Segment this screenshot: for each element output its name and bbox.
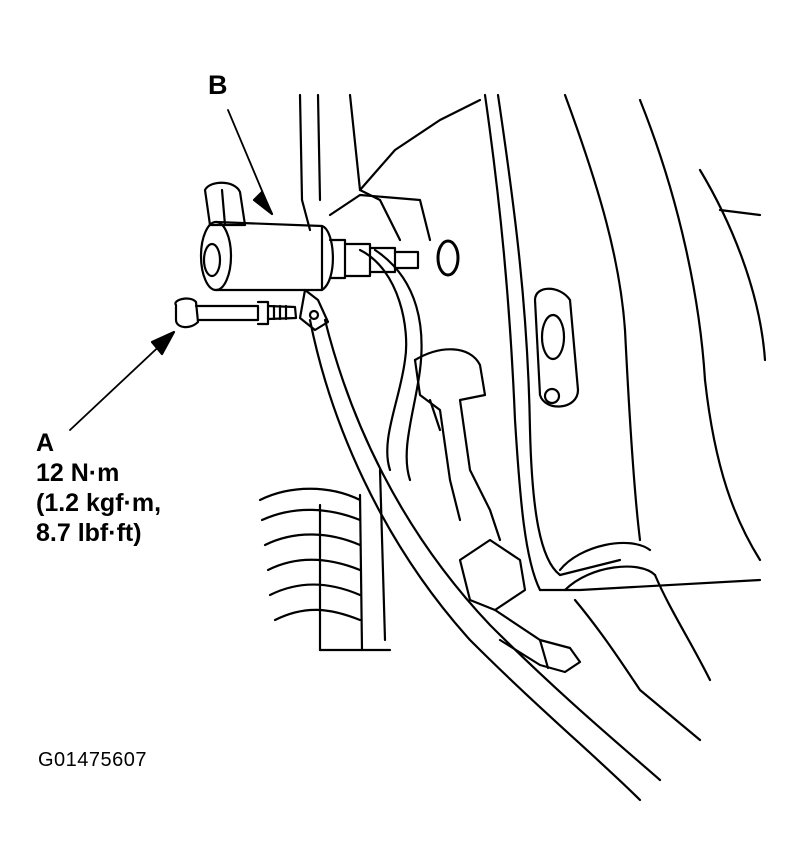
torque-nm: 12 N·m bbox=[36, 459, 120, 487]
torque-kgf: (1.2 kgf·m, bbox=[36, 489, 162, 517]
bracket bbox=[413, 348, 502, 542]
connector-fitting bbox=[458, 538, 582, 674]
housing-outline bbox=[483, 93, 767, 592]
part-label-a: A bbox=[36, 429, 55, 457]
bolt bbox=[174, 297, 298, 329]
part-label-b: B bbox=[208, 70, 228, 100]
figure-id: G01475607 bbox=[38, 749, 148, 771]
o-ring bbox=[436, 239, 460, 277]
leader-line-a bbox=[69, 330, 176, 431]
torque-lbf: 8.7 lbf·ft) bbox=[36, 519, 142, 547]
pipe bbox=[308, 248, 662, 802]
engine-block-outline bbox=[298, 93, 482, 242]
finned-block bbox=[258, 468, 392, 652]
torque-callout: A 12 N·m (1.2 kgf·m, 8.7 lbf·ft) bbox=[36, 428, 161, 548]
clamp-band bbox=[558, 541, 712, 742]
leader-line-b bbox=[227, 109, 274, 216]
solenoid-valve bbox=[199, 181, 420, 332]
mounting-boss bbox=[533, 287, 580, 408]
